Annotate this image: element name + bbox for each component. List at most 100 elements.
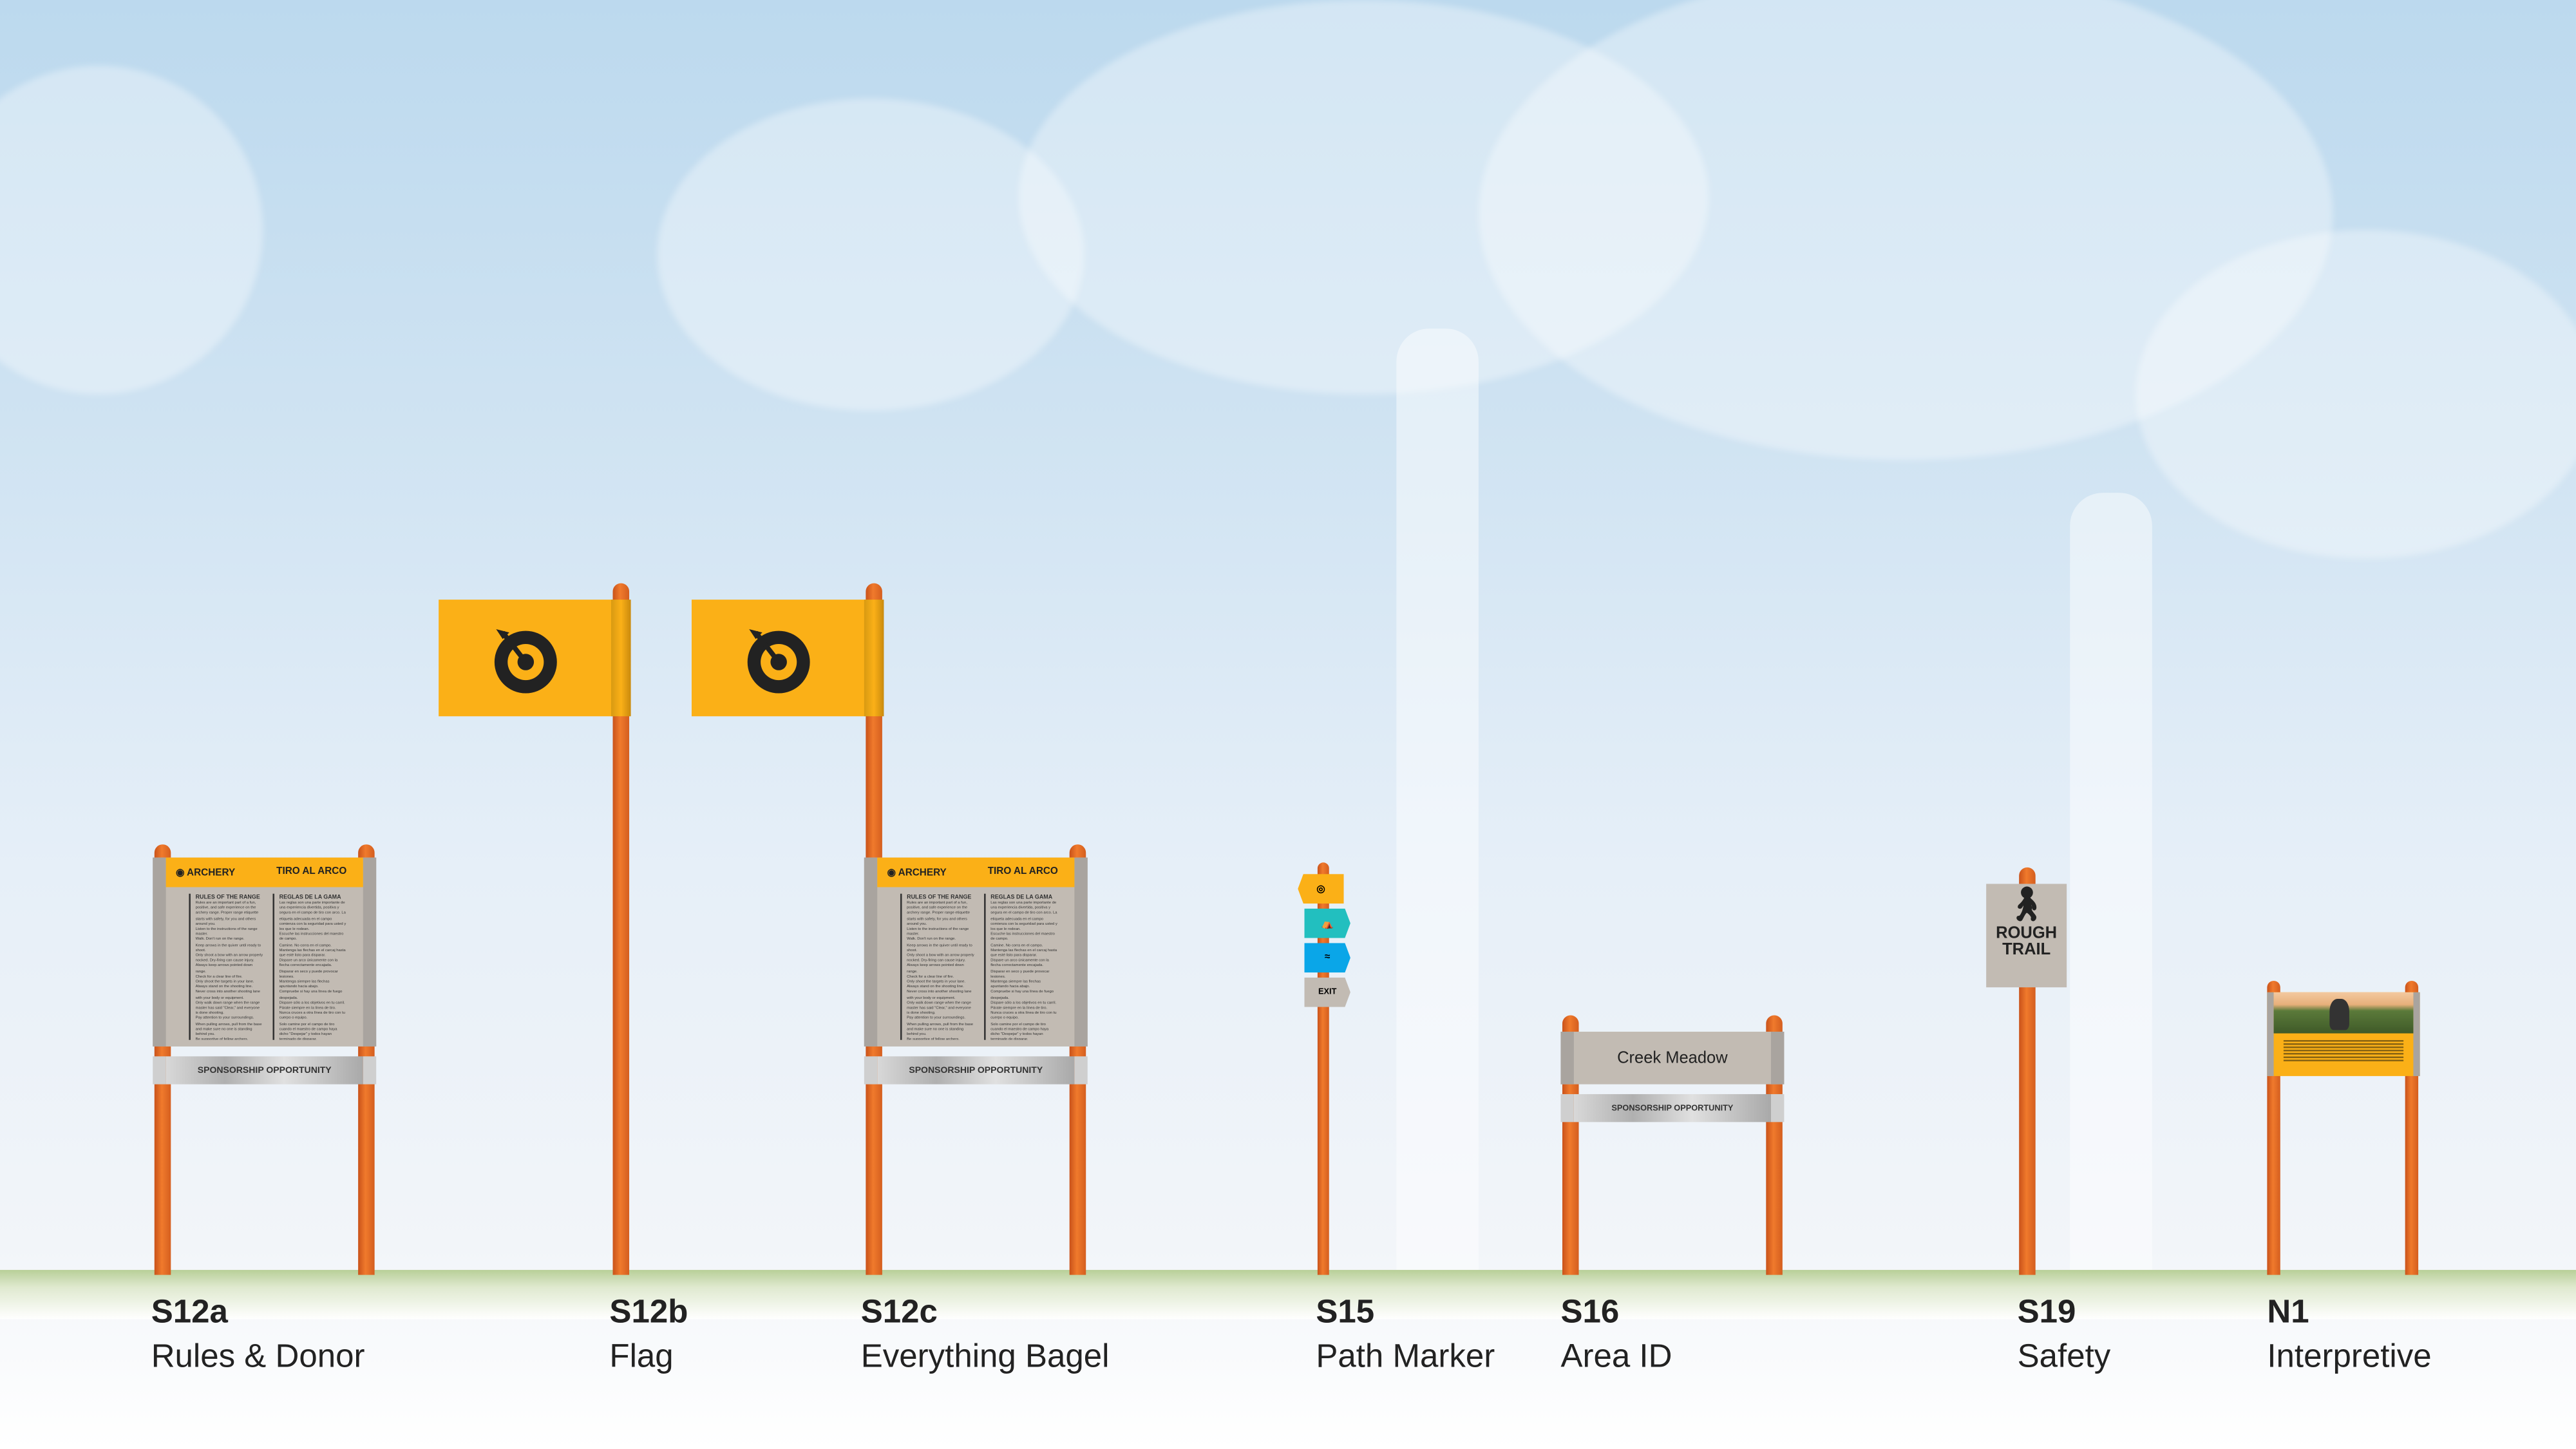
hiker-icon: 🚶︎ bbox=[2005, 887, 2048, 923]
sign-code: S16 bbox=[1560, 1294, 1620, 1331]
rule-line: Párate siempre en la línea de tiro. bbox=[990, 1007, 1048, 1011]
exit-marker: EXIT bbox=[1304, 977, 1350, 1007]
sign-name: Safety bbox=[2017, 1339, 2111, 1376]
rule-line: Solo camine por el campo de tiro cuando … bbox=[990, 1023, 1049, 1039]
ground-line bbox=[0, 1269, 2576, 1320]
target-arrow-icon bbox=[494, 628, 557, 693]
sign-name: Everything Bagel bbox=[860, 1339, 1110, 1376]
camping-marker-icon: ⛺ bbox=[1304, 908, 1350, 938]
rule-line: Rules are an important part of a fun, po… bbox=[195, 902, 259, 927]
rules-heading-en: RULES OF THE RANGE bbox=[195, 893, 260, 900]
rule-line: Párate siempre en la línea de tiro. bbox=[279, 1007, 336, 1011]
rule-line: Mantenga siempre las flechas apuntando h… bbox=[990, 981, 1041, 990]
swimming-marker-icon: ≈ bbox=[1304, 943, 1350, 973]
sign-code: N1 bbox=[2267, 1294, 2309, 1331]
rule-line: Pay attention to your surroundings. bbox=[195, 1018, 254, 1021]
rule-line: Nunca cruces a otra línea de tiro con tu… bbox=[990, 1012, 1057, 1021]
tree-foliage bbox=[2136, 230, 2576, 559]
sponsorship-panel: SPONSORSHIP OPPORTUNITY bbox=[1560, 1094, 1785, 1122]
rule-line: Be supportive of fellow archers. bbox=[907, 1039, 974, 1040]
rule-line: When pulling arrows, pull from the base … bbox=[907, 1023, 974, 1037]
rule-line: Never cross into another shooting lane w… bbox=[195, 991, 260, 1000]
rule-line: Mantenga las flechas en el carcaj hasta … bbox=[279, 949, 346, 958]
sign-name: Path Marker bbox=[1316, 1339, 1495, 1376]
rule-line: Dispare sólo a los objetivos en tu carri… bbox=[990, 1001, 1057, 1005]
rule-line: Compruebe si hay una línea de fuego desp… bbox=[990, 991, 1054, 1000]
rule-line: Pay attention to your surroundings. bbox=[907, 1018, 966, 1021]
flag-bracket bbox=[864, 600, 884, 717]
rule-line: Dispare sólo a los objetivos en tu carri… bbox=[279, 1001, 345, 1005]
rules-heading-es: REGLAS DE LA GAMA bbox=[990, 893, 1053, 900]
tree-foliage bbox=[657, 99, 1084, 411]
tree-trunk bbox=[1396, 328, 1479, 1274]
archery-flag bbox=[439, 600, 613, 717]
rule-line: Rules are an important part of a fun, po… bbox=[907, 902, 970, 927]
archery-marker-icon: ◎ bbox=[1298, 874, 1344, 904]
rule-line: Listen to the instructions of the range … bbox=[907, 928, 969, 937]
sign-name: Rules & Donor bbox=[151, 1339, 365, 1376]
interpretive-sign bbox=[2267, 992, 2420, 1076]
tree-trunk bbox=[2070, 493, 2152, 1274]
rule-line: Las reglas son una parte importante de u… bbox=[279, 902, 346, 932]
rule-line: Only walk down range when the range mast… bbox=[195, 1001, 260, 1016]
interpretive-text-block bbox=[2283, 1039, 2404, 1063]
rule-line: Walk. Don't run on the range. bbox=[907, 938, 956, 942]
rule-line: When pulling arrows, pull from the base … bbox=[195, 1023, 262, 1037]
tree-foliage bbox=[0, 66, 263, 395]
rule-line: Mantenga las flechas en el carcaj hasta … bbox=[990, 949, 1057, 958]
area-id-sign: Creek Meadow bbox=[1560, 1032, 1785, 1084]
rule-line: Only walk down range when the range mast… bbox=[907, 1001, 971, 1016]
rule-line: Listen to the instructions of the range … bbox=[195, 928, 258, 937]
sign-code: S19 bbox=[2017, 1294, 2076, 1331]
rule-line: Be supportive of fellow archers. bbox=[196, 1039, 263, 1040]
sign-name: Interpretive bbox=[2267, 1339, 2432, 1376]
rule-line: Las reglas son una parte importante de u… bbox=[990, 902, 1057, 932]
sign-title-en: ARCHERY bbox=[187, 868, 236, 878]
sponsorship-panel: SPONSORSHIP OPPORTUNITY bbox=[153, 1056, 377, 1084]
flag-bracket bbox=[611, 600, 631, 717]
archery-rules-sign: ◉ ARCHERY TIRO AL ARCO RULES OF THE RANGE… bbox=[153, 857, 377, 1046]
rule-line: Only shoot a bow with an arrow properly … bbox=[907, 954, 974, 963]
rule-line: Always stand on the shooting line. bbox=[907, 986, 964, 990]
rule-line: Escuche las instrucciones del maestro de… bbox=[279, 933, 344, 942]
rule-line: Walk. Don't run on the range. bbox=[195, 938, 245, 942]
rule-line: Solo camine por el campo de tiro cuando … bbox=[279, 1023, 337, 1039]
rule-line: Always keep arrows pointed down range. bbox=[907, 965, 964, 974]
tree-foliage bbox=[1018, 0, 1709, 395]
sign-title-es: TIRO AL ARCO bbox=[987, 867, 1058, 878]
rule-line: Escuche las instrucciones del maestro de… bbox=[990, 933, 1055, 942]
sign-code: S12a bbox=[151, 1294, 228, 1331]
rule-line: Dispare un arco únicamente con la flecha… bbox=[279, 960, 338, 979]
sign-title-es: TIRO AL ARCO bbox=[276, 867, 347, 878]
interpretive-photo bbox=[2273, 992, 2414, 1034]
rule-line: Only shoot a bow with an arrow properly … bbox=[195, 954, 263, 963]
rule-line: Mantenga siempre las flechas apuntando h… bbox=[279, 981, 330, 990]
sign-code: S12c bbox=[860, 1294, 938, 1331]
safety-text-line2: TRAIL bbox=[2002, 941, 2051, 960]
rule-line: Never cross into another shooting lane w… bbox=[907, 991, 972, 1000]
tree-foliage bbox=[1478, 0, 2333, 460]
sponsorship-panel: SPONSORSHIP OPPORTUNITY bbox=[864, 1056, 1088, 1084]
sign-code: S15 bbox=[1316, 1294, 1375, 1331]
rules-heading-en: RULES OF THE RANGE bbox=[907, 893, 972, 900]
rules-heading-es: REGLAS DE LA GAMA bbox=[279, 893, 341, 900]
rule-line: Always keep arrows pointed down range. bbox=[195, 965, 253, 974]
target-icon: ◉ bbox=[175, 868, 185, 878]
rule-line: Keep arrows in the quiver until ready to… bbox=[195, 943, 261, 953]
rule-line: Nunca cruces a otra línea de tiro con tu… bbox=[279, 1012, 345, 1021]
target-icon: ◉ bbox=[887, 868, 896, 878]
sign-code: S12b bbox=[609, 1294, 688, 1331]
rule-line: Always stand on the shooting line. bbox=[195, 986, 253, 990]
rough-trail-sign: 🚶︎ ROUGH TRAIL bbox=[1986, 884, 2067, 988]
sign-name: Area ID bbox=[1560, 1339, 1672, 1376]
rule-line: Dispare un arco únicamente con la flecha… bbox=[990, 960, 1050, 979]
rule-line: Check for a clear line of fire. bbox=[195, 975, 243, 979]
